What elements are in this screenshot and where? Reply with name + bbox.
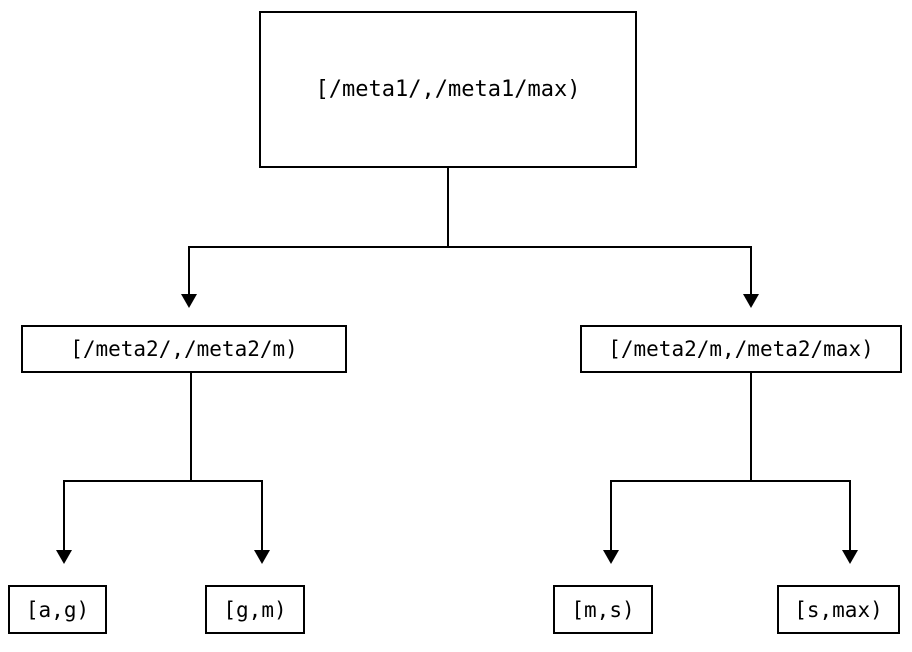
edge-root-drop-right [750,246,752,294]
arrow-to-leaf-3-icon [603,550,619,564]
node-mid-right-label: [/meta2/m,/meta2/max) [608,337,874,361]
arrow-to-leaf-4-icon [842,550,858,564]
node-leaf-4[interactable]: [s,max) [777,585,900,634]
node-leaf-2-label: [g,m) [223,597,287,622]
node-root-label: [/meta1/,/meta1/max) [315,77,581,102]
edge-root-stem [447,168,449,246]
node-leaf-3-label: [m,s) [571,597,635,622]
node-leaf-3[interactable]: [m,s) [553,585,653,634]
node-mid-left[interactable]: [/meta2/,/meta2/m) [21,325,347,373]
edge-right-drop-b [849,480,851,550]
edge-root-horizontal-bar [188,246,751,248]
arrow-to-leaf-1-icon [56,550,72,564]
edge-left-drop-b [261,480,263,550]
edge-root-drop-left [188,246,190,294]
arrow-to-mid-left-icon [181,294,197,308]
node-mid-left-label: [/meta2/,/meta2/m) [70,337,298,361]
node-leaf-1[interactable]: [a,g) [8,585,107,634]
edge-left-drop-a [63,480,65,550]
arrow-to-leaf-2-icon [254,550,270,564]
node-leaf-2[interactable]: [g,m) [205,585,305,634]
edge-right-stem [750,373,752,480]
node-leaf-4-label: [s,max) [794,597,883,622]
node-leaf-1-label: [a,g) [25,597,90,622]
node-root[interactable]: [/meta1/,/meta1/max) [259,11,637,168]
edge-right-drop-a [610,480,612,550]
node-mid-right[interactable]: [/meta2/m,/meta2/max) [580,325,902,373]
edge-left-stem [190,373,192,480]
edge-right-horizontal-bar [610,480,850,482]
arrow-to-mid-right-icon [743,294,759,308]
edge-left-horizontal-bar [63,480,262,482]
